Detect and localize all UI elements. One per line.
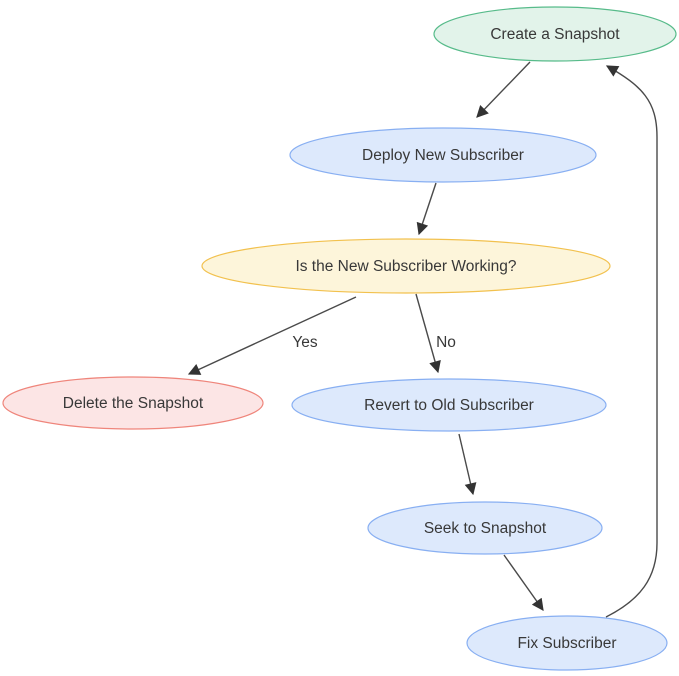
node-fix-subscriber: Fix Subscriber <box>466 615 668 671</box>
edge-working-to-revert: No <box>415 293 456 374</box>
node-label-revert-to-old-subscriber: Revert to Old Subscriber <box>364 397 534 414</box>
node-label-seek-to-snapshot: Seek to Snapshot <box>424 520 547 537</box>
node-label-create-a-snapshot: Create a Snapshot <box>490 26 620 43</box>
edge-seek-to-fix <box>503 554 544 611</box>
node-label-delete-the-snapshot: Delete the Snapshot <box>63 395 204 412</box>
node-seek-to-snapshot: Seek to Snapshot <box>367 501 603 555</box>
edge-label-no: No <box>436 334 456 351</box>
node-delete-the-snapshot: Delete the Snapshot <box>2 376 264 430</box>
edge-label-yes: Yes <box>292 334 318 351</box>
node-label-deploy-new-subscriber: Deploy New Subscriber <box>362 147 524 164</box>
node-label-is-the-new-subscriber-working: Is the New Subscriber Working? <box>295 258 516 275</box>
edge-deploy-to-working <box>416 182 437 236</box>
node-label-fix-subscriber: Fix Subscriber <box>517 635 616 652</box>
node-revert-to-old-subscriber: Revert to Old Subscriber <box>291 378 607 432</box>
edge-fix-to-create <box>605 65 658 618</box>
node-is-the-new-subscriber-working: Is the New Subscriber Working? <box>201 238 611 294</box>
node-create-a-snapshot: Create a Snapshot <box>433 6 677 62</box>
edge-create-to-deploy <box>476 61 531 118</box>
edge-working-to-delete: Yes <box>187 296 357 375</box>
node-deploy-new-subscriber: Deploy New Subscriber <box>289 127 597 183</box>
edge-revert-to-seek <box>458 433 477 496</box>
